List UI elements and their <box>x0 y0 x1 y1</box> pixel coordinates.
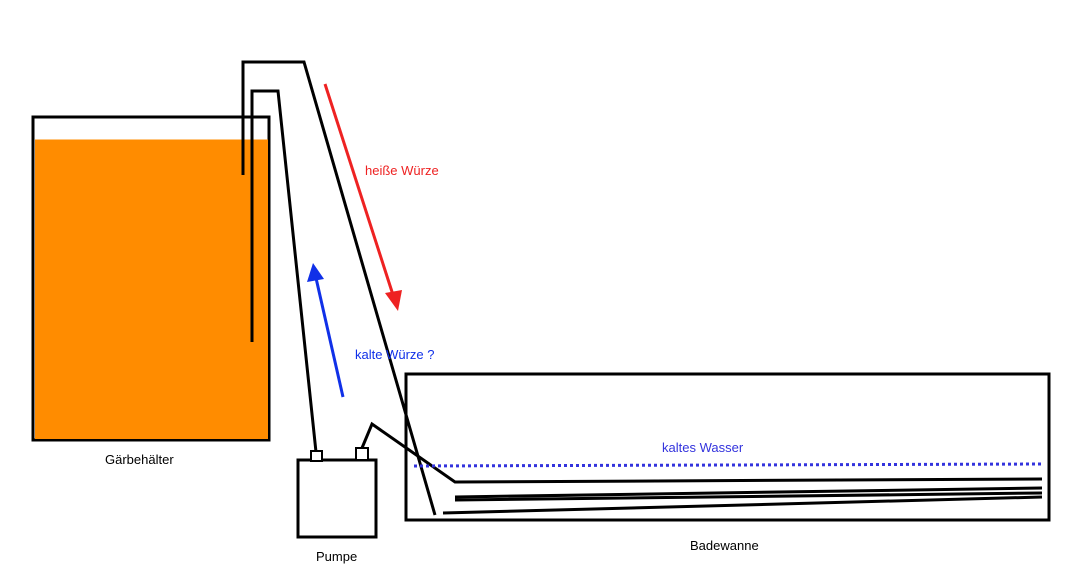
return-pipe <box>250 89 318 453</box>
bathtub-label: Badewanne <box>690 538 759 553</box>
hot-wort-arrow-shaft <box>323 83 396 299</box>
cold-water-label: kaltes Wasser <box>662 440 744 455</box>
outlet-pipe <box>241 60 437 516</box>
pump-inlet-port <box>310 450 323 462</box>
coil-line-1 <box>454 486 1043 499</box>
bathtub <box>404 372 1051 522</box>
pump-to-tub-pipe <box>360 421 1043 484</box>
tank-label: Gärbehälter <box>105 452 174 467</box>
pump-label: Pumpe <box>316 549 358 564</box>
hot-wort-arrow-head <box>385 290 402 311</box>
pump-body <box>296 458 378 539</box>
cold-wort-arrow-head <box>307 263 324 282</box>
coil-line-2 <box>454 491 1043 502</box>
cold-wort-label: kalte Würze ? <box>355 347 435 362</box>
cold-wort-arrow-shaft <box>314 277 345 398</box>
coil-line-3 <box>442 495 1043 515</box>
water-level-line <box>413 462 1043 468</box>
pump-outlet-port <box>355 447 369 461</box>
wort-fill <box>35 141 268 439</box>
hot-wort-label: heiße Würze <box>365 163 439 178</box>
